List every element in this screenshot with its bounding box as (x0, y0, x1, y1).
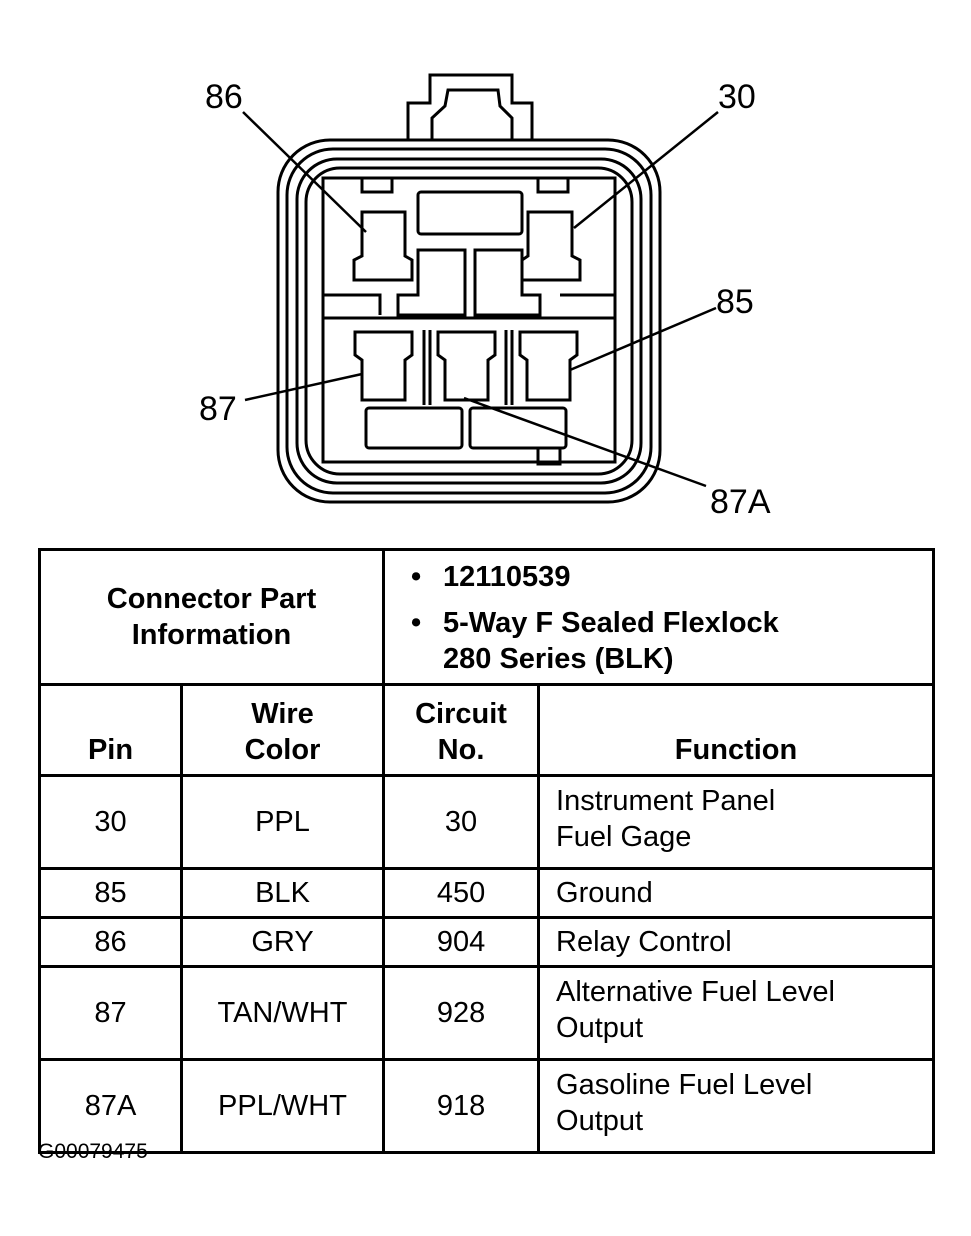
cell-pin: 85 (38, 867, 183, 919)
pin-label-85: 85 (716, 283, 754, 321)
header-pin: Pin (38, 683, 183, 777)
cell-circuit: 904 (382, 916, 541, 968)
pin-label-87: 87 (199, 390, 237, 428)
cell-circuit: 918 (382, 1058, 541, 1154)
table-row: 86 GRY 904 Relay Control (38, 916, 936, 968)
cell-wire-color: TAN/WHT (179, 965, 386, 1061)
leader-87A (463, 396, 707, 488)
housing-outline-1 (276, 138, 662, 504)
part-info-values: • 12110539 • 5-Way F Sealed Flexlock 280… (382, 548, 936, 686)
cell-circuit: 30 (382, 774, 541, 870)
pin-label-87A: 87A (710, 483, 771, 521)
separator-right (504, 330, 514, 405)
leader-30 (573, 111, 719, 229)
part-info-row: Connector Part Information • 12110539 • … (37, 548, 936, 686)
cell-circuit: 928 (382, 965, 541, 1061)
table-row: 85 BLK 450 Ground (38, 867, 936, 919)
housing-outline-2 (285, 147, 653, 495)
cavity-30 (520, 210, 582, 282)
part-description-item: • 5-Way F Sealed Flexlock (411, 605, 932, 641)
cavity-85 (518, 330, 579, 402)
top-center-slot (416, 190, 524, 236)
cavity-86 (352, 210, 414, 282)
cell-function: Relay Control (537, 916, 936, 968)
part-description: 5-Way F Sealed Flexlock (443, 607, 779, 639)
cell-function: Ground (537, 867, 936, 919)
reference-code: G00079475 (38, 1140, 148, 1163)
connector-latch-inner (430, 88, 514, 140)
cavity-87A (436, 330, 497, 402)
part-series: 280 Series (BLK) (443, 643, 674, 675)
cell-pin: 87A (38, 1058, 183, 1154)
bottom-key (536, 446, 562, 466)
connector-diagram: 86 30 85 87 87A (199, 73, 771, 521)
cell-wire-color: PPL/WHT (179, 1058, 386, 1154)
cell-wire-color: BLK (179, 867, 386, 919)
part-info-label-line2: Information (131, 619, 292, 651)
bottom-slot-left (364, 406, 464, 450)
connector-latch (406, 73, 534, 140)
cell-wire-color: GRY (179, 916, 386, 968)
bullet-icon: • (411, 607, 422, 639)
leader-85 (569, 306, 717, 372)
cell-pin: 86 (38, 916, 183, 968)
housing-outline-4 (304, 166, 634, 476)
part-number-item: • 12110539 (411, 559, 932, 595)
part-number: 12110539 (443, 561, 571, 593)
header-function: Function (537, 683, 936, 777)
center-block-left (396, 248, 467, 317)
leader-87 (244, 372, 363, 402)
bottom-slot-right (468, 406, 568, 450)
cell-pin: 30 (38, 774, 183, 870)
bullet-icon: • (411, 561, 422, 593)
housing-outline-3 (295, 157, 643, 485)
connector-info-table: Connector Part Information • 12110539 • … (37, 548, 936, 1154)
top-tab-left (360, 176, 394, 194)
part-info-label: Connector Part Information (37, 548, 386, 686)
cell-circuit: 450 (382, 867, 541, 919)
center-block-right (473, 248, 542, 317)
leader-86 (242, 111, 367, 233)
top-tab-right (536, 176, 570, 194)
cavity-87 (353, 330, 414, 402)
part-info-label-line1: Connector Part (106, 583, 317, 615)
pin-label-86: 86 (205, 78, 243, 116)
side-notch-left (323, 293, 382, 315)
pin-label-30: 30 (718, 78, 756, 116)
inner-cavity (321, 176, 617, 464)
cell-pin: 87 (38, 965, 183, 1061)
separator-left (422, 330, 432, 405)
cell-wire-color: PPL (179, 774, 386, 870)
